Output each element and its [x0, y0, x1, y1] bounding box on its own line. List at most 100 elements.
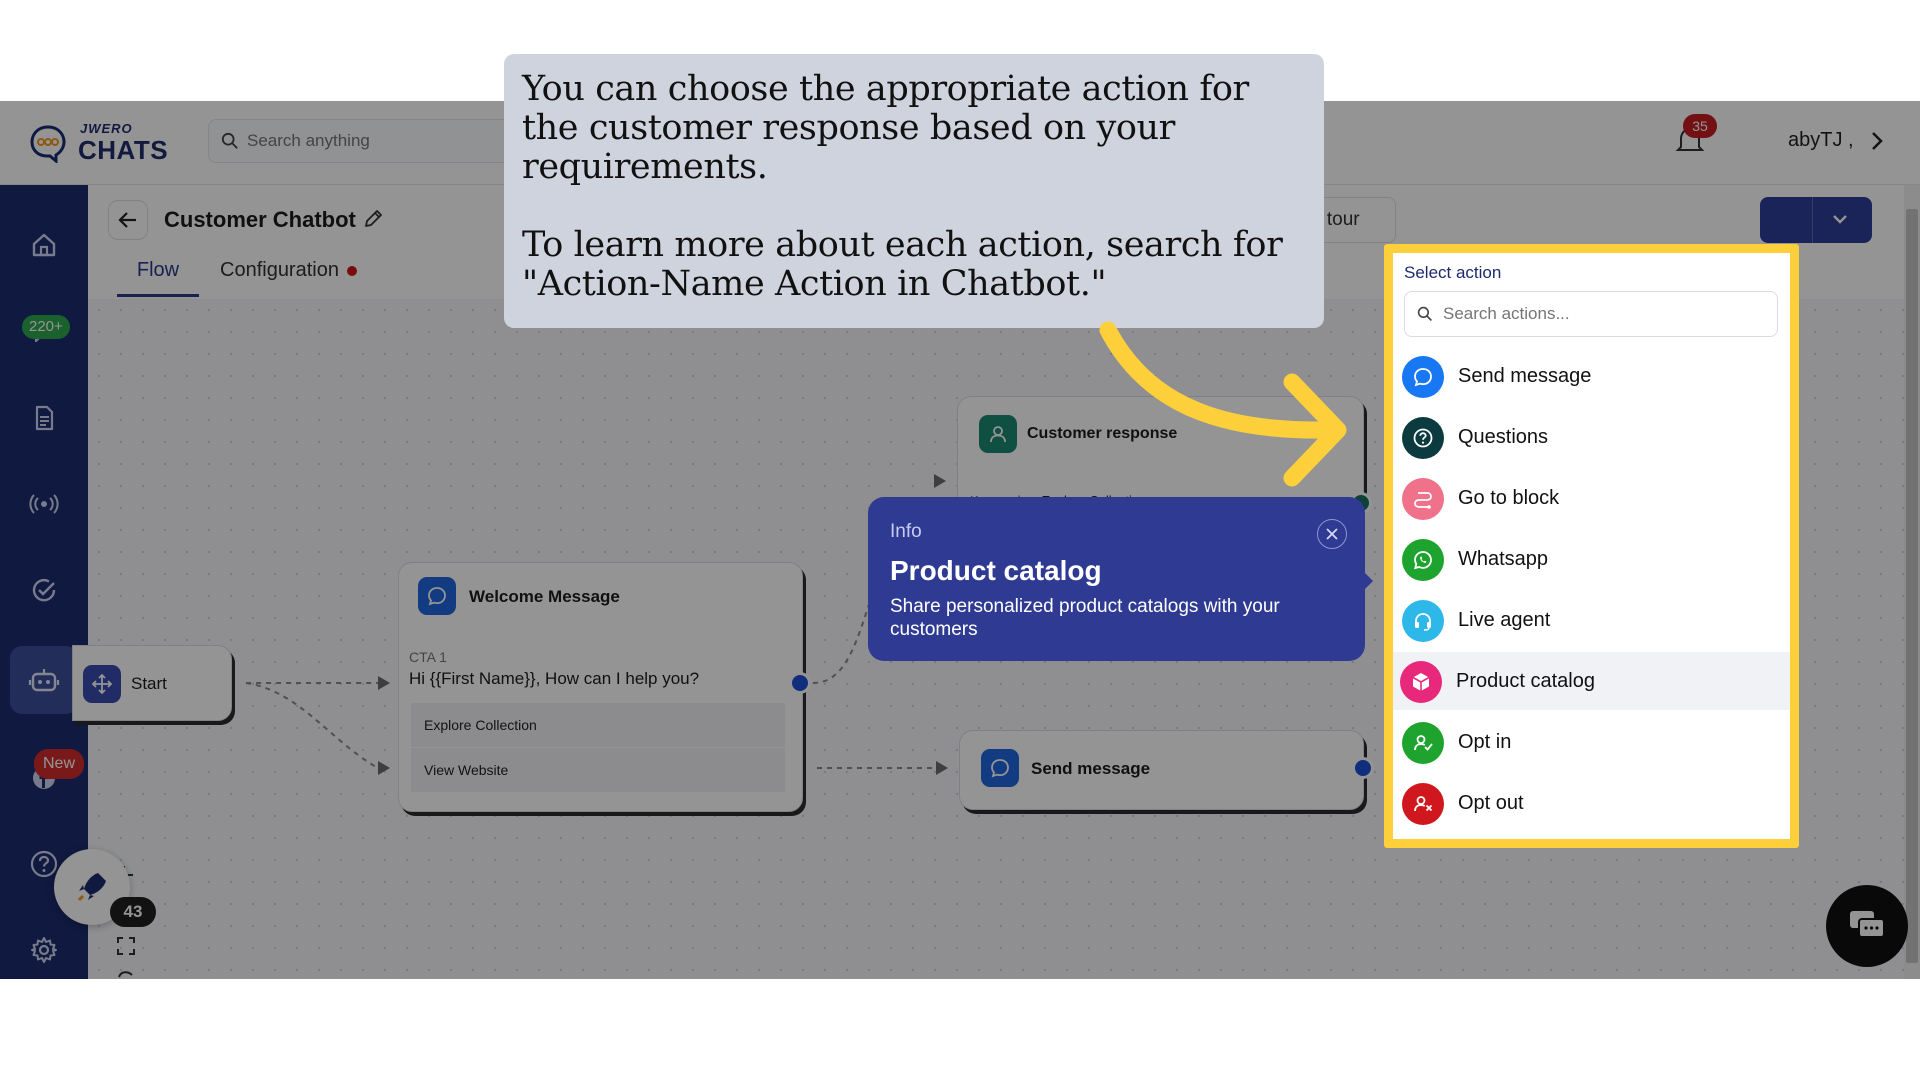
rocket-icon: [77, 873, 106, 902]
redo-icon[interactable]: [118, 969, 134, 979]
start-node[interactable]: Start: [72, 645, 232, 721]
sidebar-item-help[interactable]: [14, 834, 74, 894]
action-search[interactable]: [1404, 291, 1778, 337]
fullscreen-icon[interactable]: [117, 937, 135, 955]
welcome-message-text: Hi {{First Name}}, How can I help you?: [409, 669, 700, 688]
sidebar-item-home[interactable]: [14, 215, 74, 275]
action-label: Live agent: [1458, 609, 1551, 631]
action-opt-out[interactable]: Opt out: [1393, 774, 1790, 832]
action-label: Opt out: [1458, 792, 1524, 814]
chat-support-icon: [1850, 911, 1885, 938]
page-title: Customer Chatbot: [164, 207, 356, 232]
box-icon: [1400, 661, 1442, 703]
bot-icon: [28, 669, 60, 692]
save-split-button[interactable]: [1760, 197, 1872, 243]
send-message-handle[interactable]: [1352, 757, 1374, 779]
action-go-to-block[interactable]: Go to block: [1393, 469, 1790, 527]
user-check-icon: [1402, 722, 1444, 764]
action-label: Send message: [1458, 365, 1592, 387]
customer-response-title: Customer response: [1027, 425, 1178, 442]
sidebar-item-settings[interactable]: [14, 920, 74, 979]
question-icon: [1402, 417, 1444, 459]
sidebar-item-templates[interactable]: [14, 388, 74, 448]
whatsapp-icon: [1402, 539, 1444, 581]
notification-count-badge: 35: [1683, 114, 1717, 138]
app-logo[interactable]: JWERO CHATS: [28, 119, 168, 167]
search-icon: [221, 132, 238, 149]
close-icon: [1326, 528, 1338, 540]
tooltip-paragraph-2: To learn more about each action, search …: [522, 225, 1283, 304]
logo-text: CHATS: [78, 135, 169, 165]
action-live-agent[interactable]: Live agent: [1393, 591, 1790, 649]
action-label: Whatsapp: [1458, 548, 1549, 570]
start-node-title: Start: [131, 674, 167, 693]
action-questions[interactable]: Questions: [1393, 408, 1790, 466]
action-whatsapp[interactable]: Whatsapp: [1393, 530, 1790, 588]
option-explore-collection[interactable]: Explore Collection: [411, 703, 785, 747]
tab-configuration[interactable]: Configuration: [220, 259, 357, 297]
select-action-panel: Select action Send message Questions Go …: [1384, 244, 1799, 848]
option-view-website[interactable]: View Website: [411, 748, 785, 792]
zoom-level-badge: 43: [110, 897, 156, 927]
conversations-count-badge: 220+: [22, 315, 70, 339]
sidebar-item-chatbot[interactable]: [10, 646, 78, 714]
home-icon: [32, 233, 56, 257]
sidebar-item-broadcast[interactable]: [14, 474, 74, 534]
arrow-left-icon: [118, 212, 136, 228]
welcome-output-handle[interactable]: [789, 672, 811, 694]
sidebar: 220+ New: [0, 185, 88, 979]
info-label: Info: [890, 521, 922, 542]
back-button[interactable]: [108, 200, 148, 240]
chevron-down-icon[interactable]: [1832, 213, 1848, 225]
cta-label: CTA 1: [409, 649, 447, 665]
canvas-controls: [108, 853, 142, 979]
action-label: Questions: [1458, 426, 1549, 448]
tab-flow[interactable]: Flow: [117, 259, 199, 297]
chevron-right-icon[interactable]: [1870, 131, 1884, 151]
welcome-node-title: Welcome Message: [469, 587, 620, 606]
sidebar-item-tasks[interactable]: [14, 560, 74, 620]
action-opt-in[interactable]: Opt in: [1393, 713, 1790, 771]
app-window: JWERO CHATS 35 abyTJ , 220+: [0, 101, 1920, 979]
info-title: Product catalog: [890, 555, 1102, 586]
broadcast-icon: [29, 494, 59, 514]
chat-bubble-icon: [981, 749, 1019, 787]
chat-bubble-icon: [1402, 356, 1444, 398]
user-x-icon: [1402, 783, 1444, 825]
document-icon: [35, 405, 54, 431]
action-send-message[interactable]: Send message: [1393, 347, 1790, 405]
gear-icon: [31, 937, 57, 963]
headset-icon: [1402, 600, 1444, 642]
scrollbar-thumb[interactable]: [1906, 209, 1918, 963]
route-icon: [1402, 478, 1444, 520]
search-icon: [1417, 306, 1432, 321]
info-card-pointer: [1363, 571, 1373, 591]
action-search-input[interactable]: [1443, 303, 1763, 325]
guide-tooltip: You can choose the appropriate action fo…: [504, 54, 1324, 328]
tooltip-paragraph-1: You can choose the appropriate action fo…: [522, 69, 1249, 187]
tab-configuration-label: Configuration: [220, 259, 339, 281]
action-label: Go to block: [1458, 487, 1560, 509]
chat-bubble-icon: [418, 577, 456, 615]
split-divider: [1812, 197, 1813, 243]
unsaved-dot: [346, 265, 357, 276]
support-chat-button[interactable]: [1826, 885, 1908, 967]
action-product-catalog[interactable]: Product catalog: [1393, 652, 1790, 710]
customer-response-node[interactable]: Customer response Keywords: Explore Coll…: [957, 396, 1364, 516]
help-icon: [30, 850, 58, 878]
move-icon: [83, 665, 121, 703]
logo-chat-icon: [30, 125, 66, 163]
info-close-button[interactable]: [1317, 519, 1347, 549]
send-message-node[interactable]: Send message: [959, 730, 1364, 810]
user-name[interactable]: abyTJ ,: [1788, 129, 1854, 151]
pencil-icon[interactable]: [362, 208, 384, 230]
logo-text-small: JWERO: [80, 121, 133, 136]
action-label: Product catalog: [1456, 670, 1595, 692]
welcome-message-node[interactable]: Welcome Message CTA 1 Hi {{First Name}},…: [398, 562, 803, 812]
new-badge: New: [34, 749, 85, 779]
select-action-heading: Select action: [1404, 263, 1502, 282]
user-icon: [979, 415, 1017, 453]
send-message-node-title: Send message: [1031, 759, 1151, 778]
